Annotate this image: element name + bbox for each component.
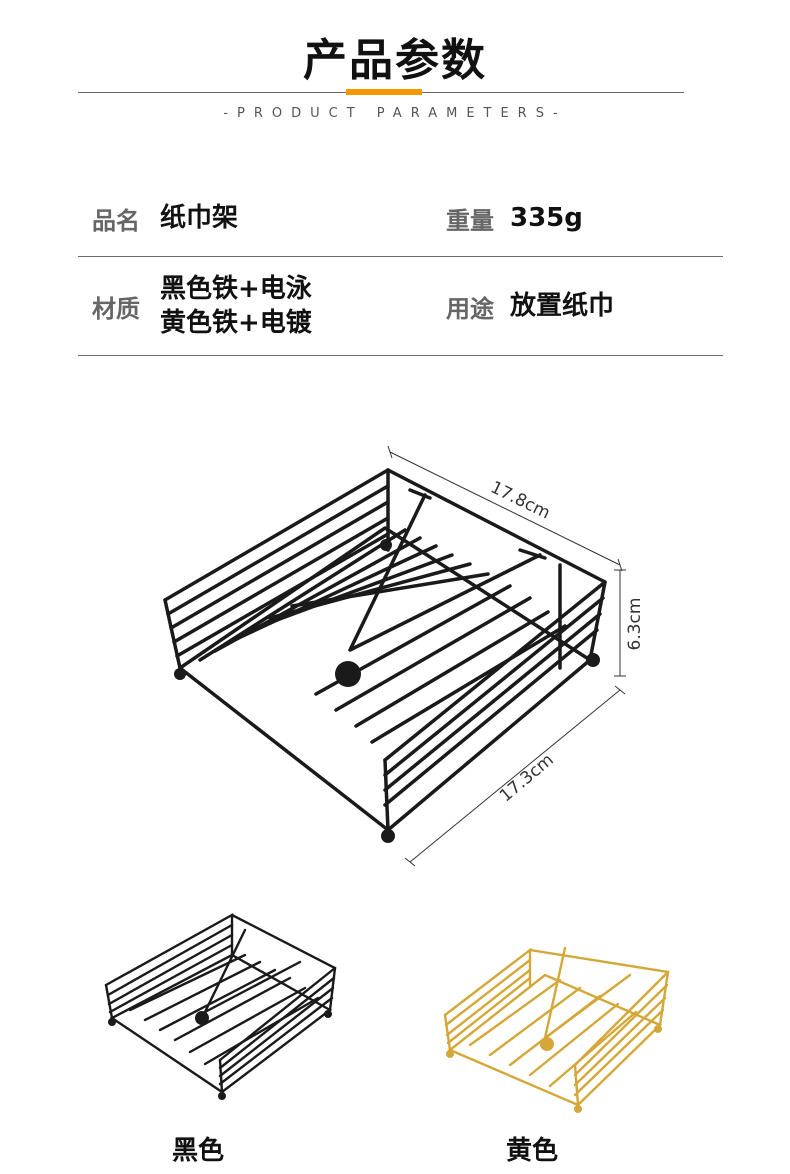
gold-foot-2 — [574, 1105, 582, 1113]
page-subtitle: -PRODUCT PARAMETERS- — [223, 106, 567, 121]
black-foot-3 — [324, 1010, 332, 1018]
gold-variant-ball — [540, 1037, 554, 1051]
weight-label: 重量 — [446, 206, 494, 235]
dim-width-label: 17.3cm — [496, 750, 558, 806]
dimension-lines — [387, 445, 626, 867]
gold-foot-3 — [654, 1025, 662, 1033]
material-line-gold: 黄色铁+电镀 — [160, 308, 312, 338]
foot-2 — [381, 829, 395, 843]
black-foot-1 — [108, 1018, 116, 1026]
black-variant-ball — [195, 1011, 209, 1025]
page-title: 产品参数 — [303, 35, 487, 86]
param-row-material-use: 材质 黑色铁+电泳 黄色铁+电镀 用途 放置纸巾 — [78, 257, 723, 356]
title-accent-bar — [346, 89, 422, 95]
material-line-black: 黑色铁+电泳 — [160, 274, 312, 304]
name-value: 纸巾架 — [160, 203, 239, 233]
name-label: 品名 — [92, 206, 140, 235]
dim-height-label: 6.3cm — [625, 598, 645, 651]
arm-ball — [335, 661, 361, 687]
use-value: 放置纸巾 — [510, 291, 615, 321]
foot-4 — [380, 539, 392, 551]
gold-foot-1 — [446, 1050, 454, 1058]
black-foot-2 — [218, 1092, 226, 1100]
use-label: 用途 — [446, 294, 494, 323]
material-label: 材质 — [92, 294, 140, 323]
foot-1 — [174, 668, 186, 680]
weight-value: 335g — [510, 203, 583, 233]
gold-variant-label: 黄色 — [506, 1136, 559, 1166]
foot-3 — [586, 653, 600, 667]
gold-variant-drawing — [443, 946, 670, 1107]
dim-length-label: 17.8cm — [487, 478, 553, 524]
black-variant-label: 黑色 — [172, 1136, 225, 1166]
param-row-name-weight: 品名 纸巾架 重量 335g — [78, 180, 723, 257]
black-variant-drawing — [104, 912, 337, 1094]
